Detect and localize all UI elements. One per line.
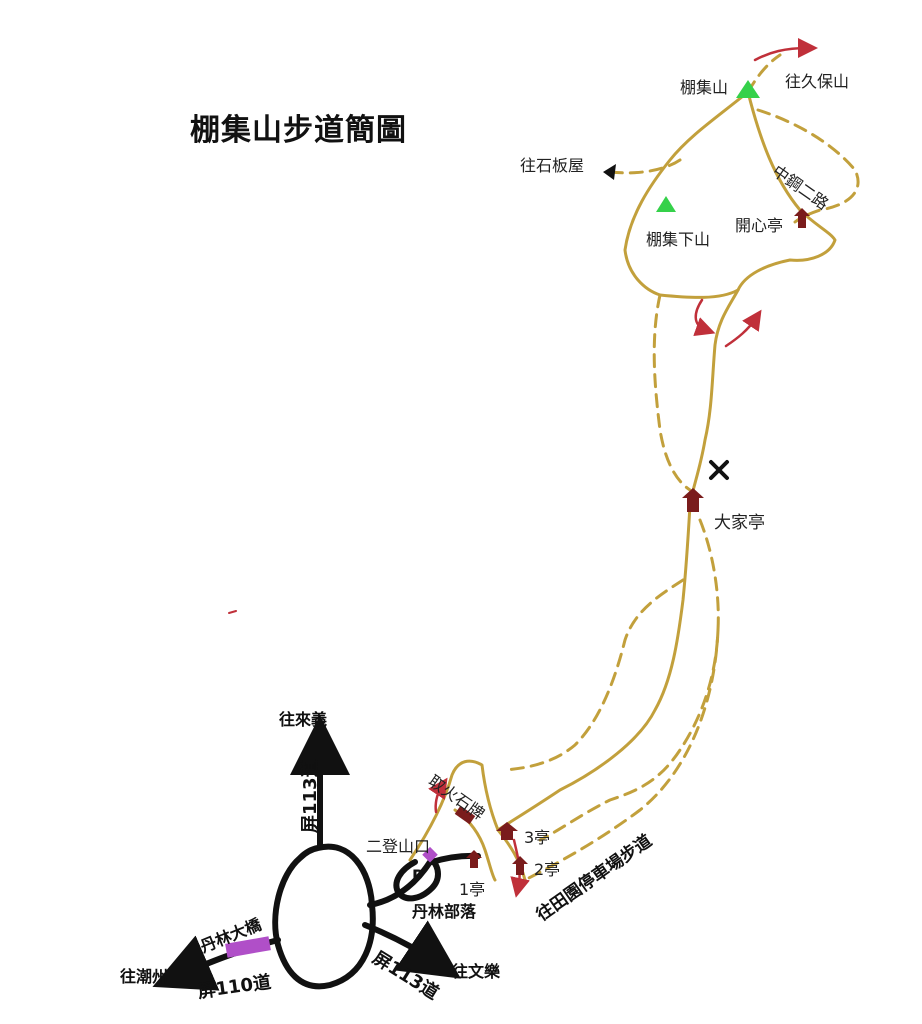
summit-west-trail xyxy=(623,90,750,297)
west-dashed-descent xyxy=(652,293,692,492)
dajia-east-spur xyxy=(538,518,720,842)
pavilion-icon-1 xyxy=(466,850,482,868)
dest-wenle: 往文樂 xyxy=(452,962,501,981)
dest-shiban: 往石板屋 xyxy=(520,156,585,175)
pavilion-label-3: 3亭 xyxy=(524,828,551,847)
arrow-ascend xyxy=(724,309,762,348)
fire-stone-marker xyxy=(454,805,476,825)
pavilion-label-2: 2亭 xyxy=(534,860,561,879)
map-title: 棚集山步道簡圖 xyxy=(190,113,407,148)
solid-trails xyxy=(408,90,837,882)
roundabout xyxy=(272,843,376,990)
parking-label: P xyxy=(412,866,424,885)
closed-marker-x-icon xyxy=(709,460,729,480)
mid-west-loop xyxy=(503,578,685,772)
direction-arrows xyxy=(428,38,818,898)
stray-mark xyxy=(228,610,237,614)
bridge-marker xyxy=(225,936,271,958)
parking-loop xyxy=(393,857,441,902)
pavilion-icons xyxy=(466,208,810,875)
dest-jiubao: 往久保山 xyxy=(785,72,850,91)
road-113-south xyxy=(362,920,461,979)
arrow-fire-stone xyxy=(428,777,448,814)
road-to-village xyxy=(367,859,433,908)
peak-marker-main xyxy=(736,80,760,98)
peak-marker-lower xyxy=(656,196,676,212)
upper-west-branch xyxy=(408,759,500,862)
west-loop-to-crossing xyxy=(658,288,740,299)
landmark-label-village: 丹林部落 xyxy=(412,902,477,921)
lower-branch-to-pavilions xyxy=(496,828,527,882)
pavilion-icon-3 xyxy=(496,822,518,840)
road-label-113-north: 屏113道 xyxy=(300,759,321,833)
pavilion-label-dajia: 大家亭 xyxy=(714,513,765,533)
main-ridge-trail xyxy=(496,288,740,832)
roads xyxy=(152,715,481,991)
tianyuan-trail xyxy=(523,628,720,882)
arrow-descend xyxy=(693,298,716,337)
pavilion-icon-2 xyxy=(512,856,528,875)
peak-label-main: 棚集山 xyxy=(680,78,729,97)
shiban-arrowhead xyxy=(603,164,616,180)
pavilion-label-kaixin: 開心亭 xyxy=(735,216,784,235)
dest-chaozhou: 往潮州 xyxy=(120,967,169,986)
shiban-link xyxy=(608,158,682,175)
arrow-jiubao xyxy=(753,38,818,62)
summit-east-trail xyxy=(736,90,837,292)
dest-laiyi: 往來義 xyxy=(279,710,328,729)
jiubao-link xyxy=(746,53,782,94)
pavilion-icon-kaixin xyxy=(794,208,810,228)
pavilion-icon-dajia xyxy=(682,488,704,512)
landmark-label-trailhead: 二登山口 xyxy=(366,837,431,856)
pavilion-label-1: 1亭 xyxy=(459,880,486,899)
peak-label-lower: 棚集下山 xyxy=(646,230,711,249)
